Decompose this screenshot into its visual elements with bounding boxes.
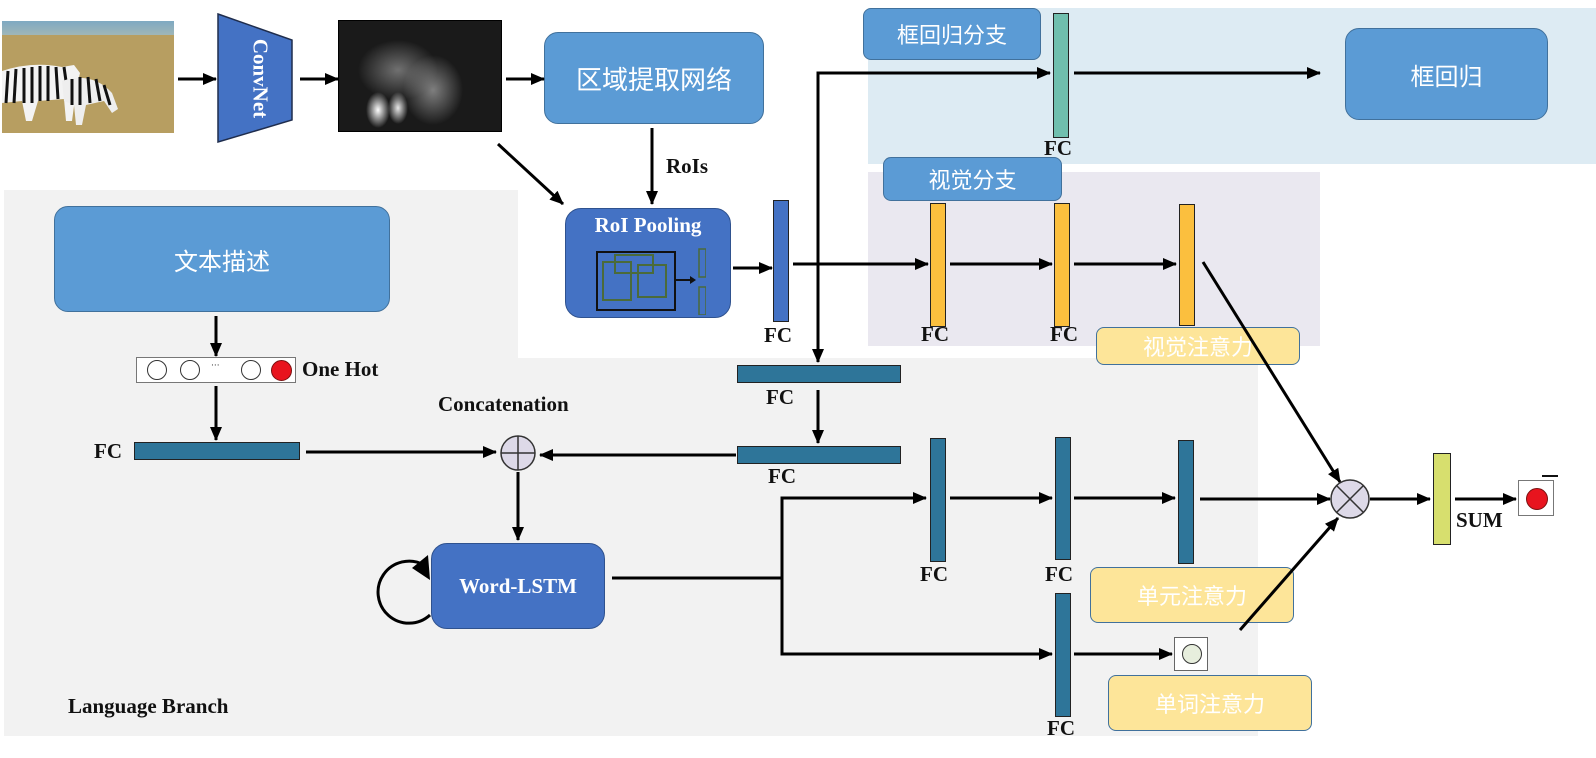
unit-fc-bar-1 [930, 438, 946, 562]
arrow-word-to-multiply [1238, 517, 1340, 631]
bbox-fc-label: FC [1044, 136, 1072, 160]
output-node [1518, 480, 1554, 516]
output-bar-mark [1542, 475, 1558, 477]
node-circle-icon [1182, 644, 1202, 664]
language-fc-bar [134, 442, 300, 460]
language-branch-label: Language Branch [68, 694, 229, 718]
recurrent-loop-icon [376, 555, 432, 625]
convnet-block [217, 12, 293, 144]
word-lstm-box: Word-LSTM [431, 543, 605, 629]
zebra-shape [2, 64, 118, 125]
one-hot-cell [147, 360, 167, 380]
feature-map-image [338, 20, 502, 132]
language-fc-label: FC [94, 439, 122, 463]
arrow-visual-to-multiply [1201, 261, 1342, 483]
bbox-regression-box: 框回归 [1345, 28, 1548, 120]
output-active-icon [1526, 488, 1548, 510]
roi-fc-label: FC [764, 323, 792, 347]
arrow-feature-to-roipool [496, 142, 565, 206]
arrow-lstm-to-word-fc [780, 578, 1053, 660]
middle-fc-bar-2 [737, 446, 901, 464]
one-hot-vector: ··· [136, 357, 296, 383]
visual-attention-box: 视觉注意力 [1096, 327, 1300, 365]
unit-fc-label-1: FC [920, 562, 948, 586]
visual-fc-bar-3 [1179, 204, 1195, 326]
unit-fc-bar-3 [1178, 440, 1194, 564]
visual-fc-bar-1 [930, 203, 946, 327]
one-hot-cell [241, 360, 261, 380]
one-hot-label: One Hot [302, 357, 379, 381]
sum-fc-bar [1433, 453, 1451, 545]
unit-fc-label-2: FC [1045, 562, 1073, 586]
arrow-to-bbox-fc [816, 67, 1051, 360]
visual-fc-label-1: FC [921, 322, 949, 346]
rois-label: RoIs [666, 154, 709, 178]
region-proposal-network-box: 区域提取网络 [544, 32, 764, 124]
text-description-box: 文本描述 [54, 206, 390, 312]
concatenation-label: Concatenation [438, 392, 569, 416]
middle-fc-label-2: FC [768, 464, 796, 488]
one-hot-active-cell [271, 360, 292, 381]
word-fc-bar [1055, 593, 1071, 717]
arrow-lstm-to-unit-fc [780, 492, 927, 655]
visual-branch-tag: 视觉分支 [883, 157, 1062, 201]
roi-pooling-icon [596, 248, 706, 315]
unit-fc-bar-2 [1055, 437, 1071, 560]
language-branch-panel-lower [4, 358, 1258, 736]
concat-plus-icon [500, 435, 536, 471]
bbox-branch-tag: 框回归分支 [863, 8, 1041, 60]
multiply-icon [1330, 479, 1370, 519]
roi-fc-bar [773, 200, 789, 322]
word-attention-box: 单词注意力 [1108, 675, 1312, 731]
visual-fc-label-2: FC [1050, 322, 1078, 346]
word-fc-label: FC [1047, 716, 1075, 740]
roi-pooling-box: RoI Pooling [565, 208, 731, 318]
roi-pooling-label: RoI Pooling [594, 213, 702, 237]
input-image [2, 21, 174, 133]
sum-label: SUM [1456, 508, 1503, 532]
unit-attention-box: 单元注意力 [1090, 567, 1294, 623]
middle-fc-label-1: FC [766, 385, 794, 409]
visual-fc-bar-2 [1054, 203, 1070, 327]
one-hot-ellipsis: ··· [211, 361, 220, 371]
word-lstm-label: Word-LSTM [459, 573, 577, 598]
bbox-fc-bar [1053, 13, 1069, 138]
word-attention-node [1174, 637, 1208, 671]
one-hot-cell [180, 360, 200, 380]
middle-fc-bar-1 [737, 365, 901, 383]
